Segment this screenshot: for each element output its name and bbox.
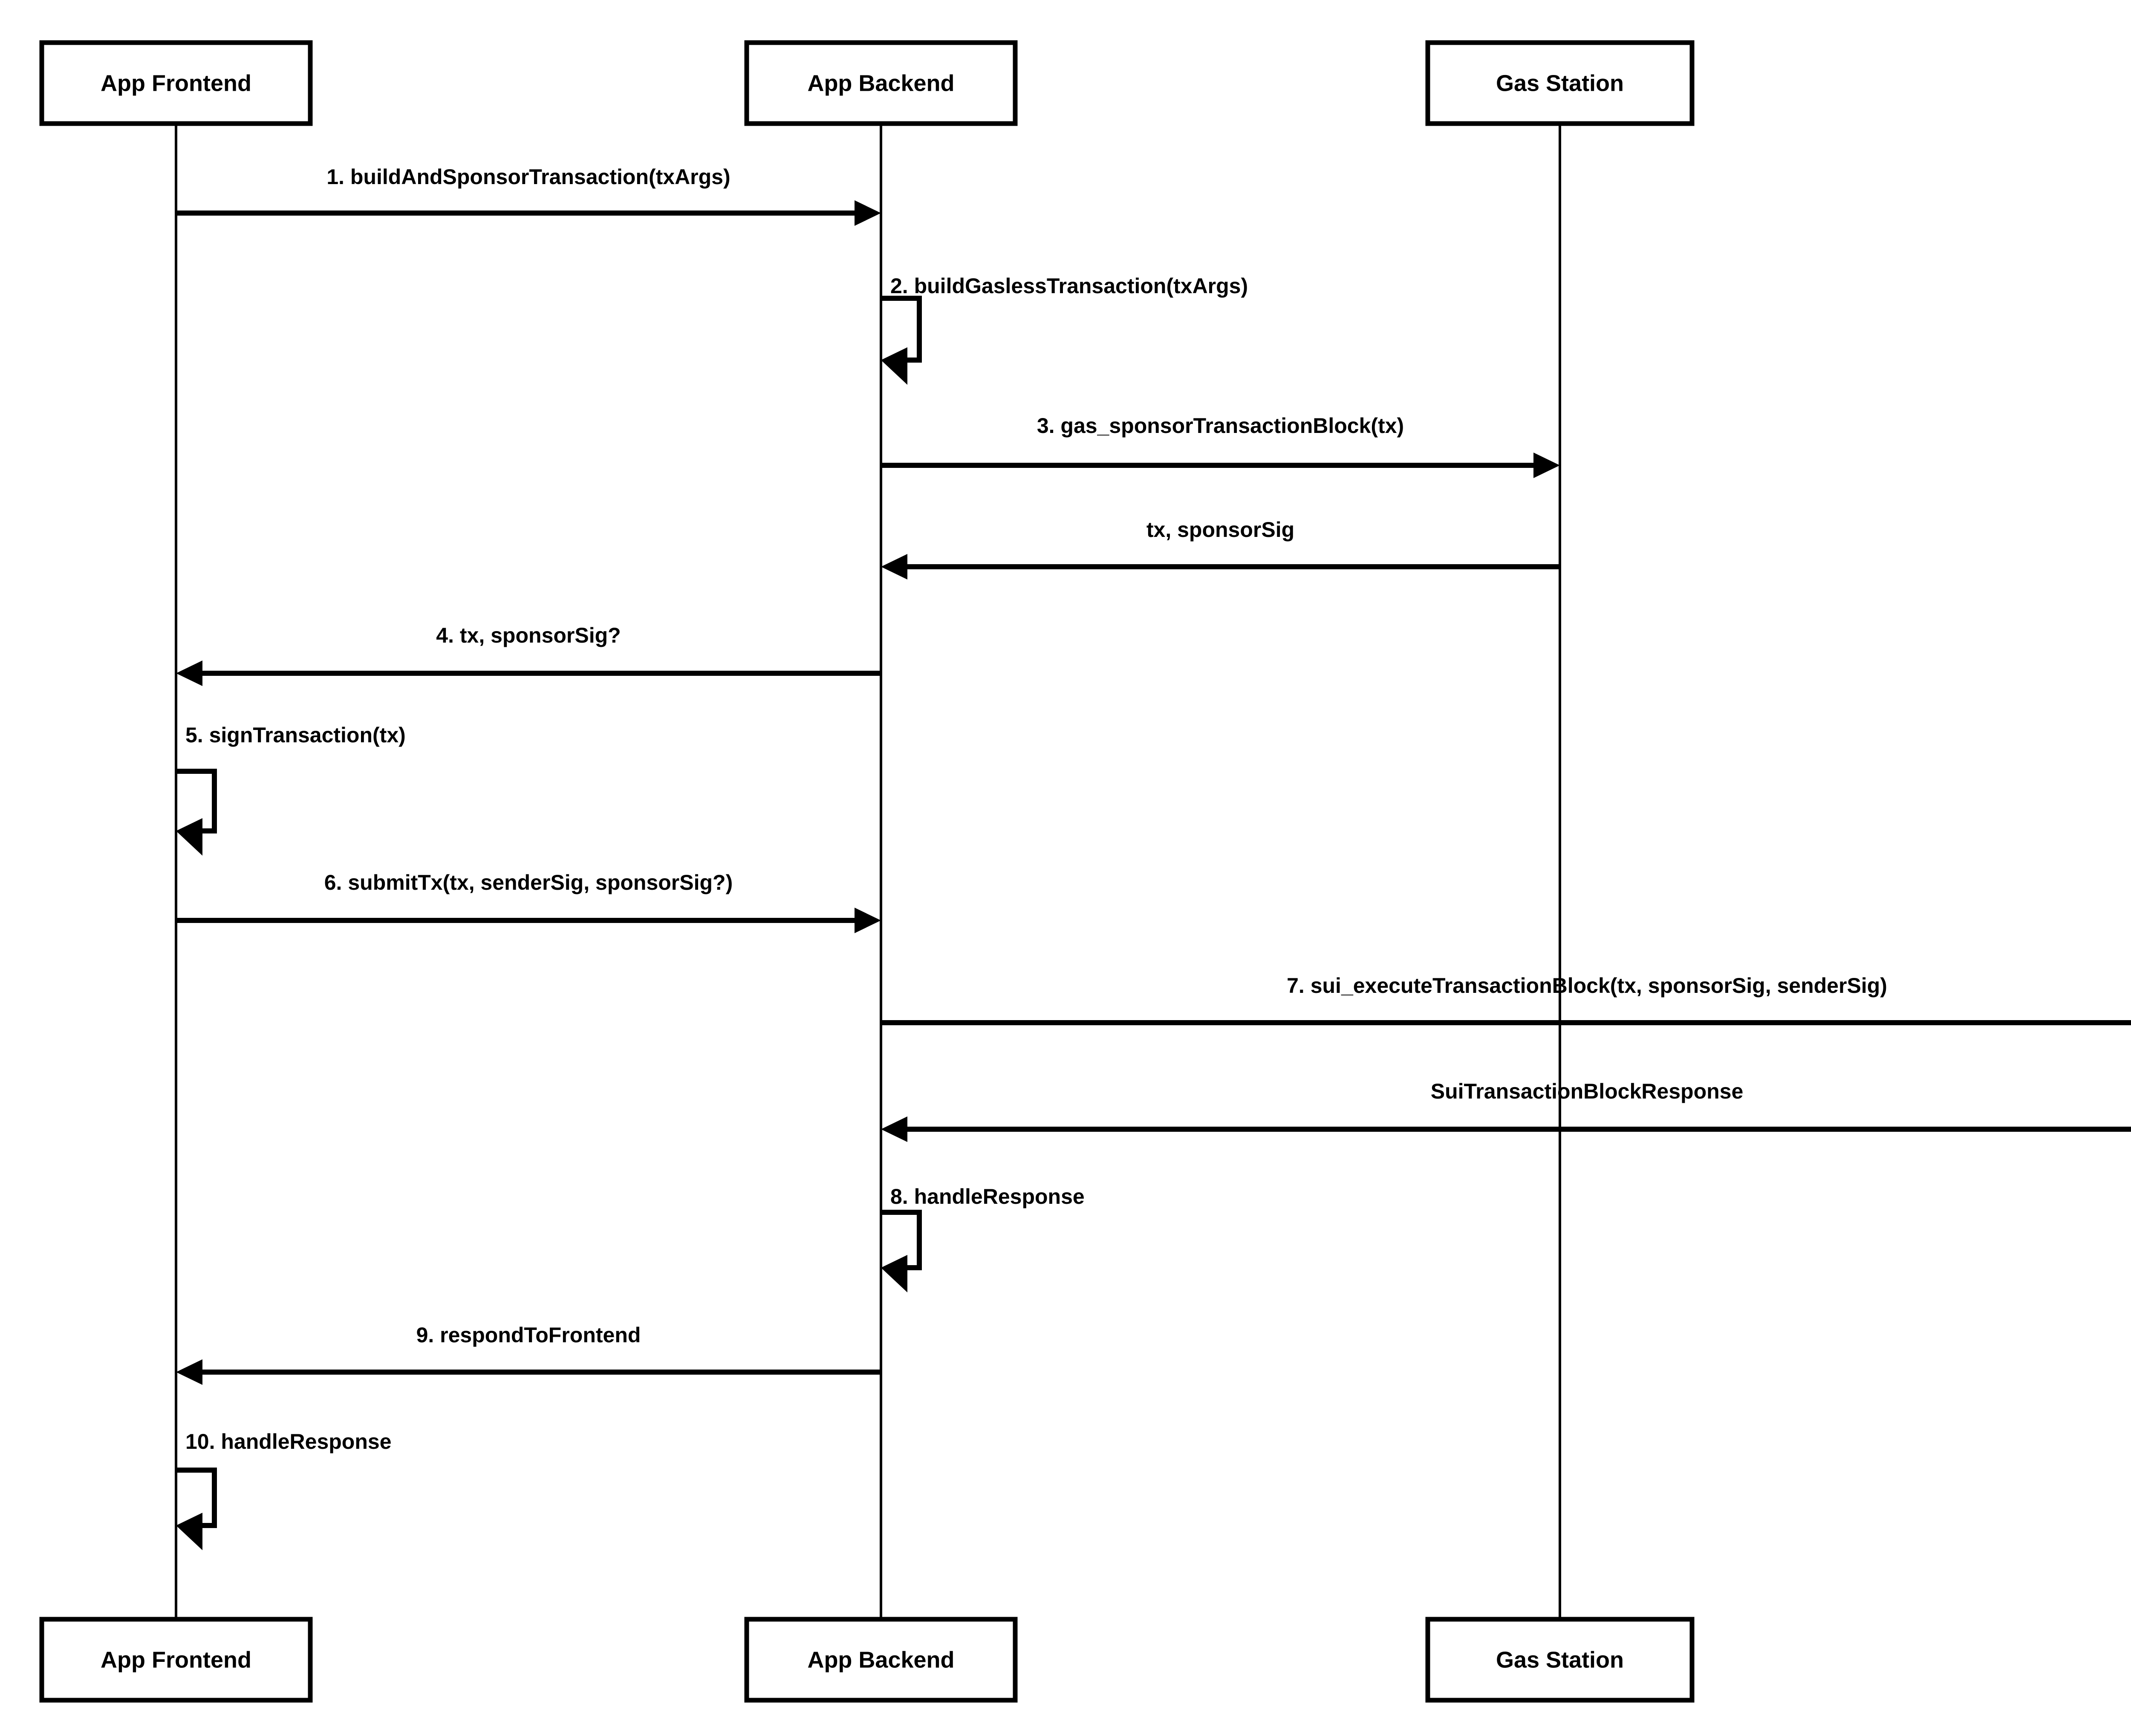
- arrow-head: [855, 908, 881, 933]
- actor-label: Gas Station: [1496, 70, 1624, 96]
- message-6[interactable]: 5. signTransaction(tx): [176, 723, 406, 856]
- actor-frontend-bottom[interactable]: App Frontend: [39, 1617, 313, 1703]
- actor-label: App Backend: [807, 1647, 954, 1673]
- actor-box[interactable]: [39, 40, 313, 126]
- actor-label: Gas Station: [1496, 1647, 1624, 1673]
- message-label: 8. handleResponse: [890, 1185, 1085, 1208]
- message-label: tx, sponsorSig: [1146, 518, 1294, 542]
- arrow-head: [881, 554, 907, 580]
- message-4[interactable]: tx, sponsorSig: [881, 518, 1560, 580]
- arrow-head: [176, 660, 202, 686]
- message-10[interactable]: 8. handleResponse: [881, 1185, 1085, 1292]
- message-label: 7. sui_executeTransactionBlock(tx, spons…: [1287, 974, 1887, 998]
- message-3[interactable]: 3. gas_sponsorTransactionBlock(tx): [881, 414, 1560, 478]
- actor-frontend-top[interactable]: App Frontend: [39, 40, 313, 126]
- self-loop-path: [176, 769, 217, 833]
- message-8[interactable]: 7. sui_executeTransactionBlock(tx, spons…: [881, 974, 2131, 1035]
- message-1[interactable]: 1. buildAndSponsorTransaction(txArgs): [176, 165, 881, 226]
- message-11[interactable]: 9. respondToFrontend: [176, 1323, 881, 1385]
- message-2[interactable]: 2. buildGaslessTransaction(txArgs): [881, 274, 1248, 385]
- message-label: 4. tx, sponsorSig?: [436, 623, 621, 647]
- arrow-head: [881, 347, 907, 385]
- actor-box[interactable]: [1425, 1617, 1695, 1703]
- actor-box[interactable]: [744, 40, 1018, 126]
- message-label: 10. handleResponse: [185, 1430, 392, 1453]
- arrow-head: [881, 1255, 907, 1292]
- actor-box[interactable]: [744, 1617, 1018, 1703]
- actor-gas-top[interactable]: Gas Station: [1425, 40, 1695, 126]
- message-label: 2. buildGaslessTransaction(txArgs): [890, 274, 1248, 298]
- message-label: 3. gas_sponsorTransactionBlock(tx): [1037, 414, 1404, 438]
- self-loop-path: [176, 1468, 217, 1528]
- message-5[interactable]: 4. tx, sponsorSig?: [176, 623, 881, 686]
- actor-label: App Frontend: [101, 1647, 251, 1673]
- arrow-head: [881, 1116, 907, 1142]
- actor-label: App Frontend: [101, 70, 251, 96]
- arrow-head: [176, 1359, 202, 1385]
- arrow-head: [176, 818, 202, 856]
- actor-box[interactable]: [1425, 40, 1695, 126]
- messages-group: 1. buildAndSponsorTransaction(txArgs) 2. …: [176, 165, 2131, 1550]
- message-9[interactable]: SuiTransactionBlockResponse: [881, 1079, 2131, 1142]
- arrow-head: [1533, 453, 1560, 478]
- actor-label: App Backend: [807, 70, 954, 96]
- message-label: 6. submitTx(tx, senderSig, sponsorSig?): [324, 871, 733, 894]
- actor-backend-bottom[interactable]: App Backend: [744, 1617, 1018, 1703]
- arrow-head: [176, 1513, 202, 1550]
- actor-gas-bottom[interactable]: Gas Station: [1425, 1617, 1695, 1703]
- actor-box[interactable]: [39, 1617, 313, 1703]
- self-loop-path: [881, 296, 922, 363]
- message-label: 5. signTransaction(tx): [185, 723, 406, 747]
- message-label: 9. respondToFrontend: [416, 1323, 641, 1347]
- message-12[interactable]: 10. handleResponse: [176, 1430, 392, 1550]
- arrow-head: [855, 200, 881, 226]
- self-loop-path: [881, 1210, 922, 1270]
- message-label: SuiTransactionBlockResponse: [1431, 1079, 1744, 1103]
- message-label: 1. buildAndSponsorTransaction(txArgs): [326, 165, 730, 189]
- actor-backend-top[interactable]: App Backend: [744, 40, 1018, 126]
- message-7[interactable]: 6. submitTx(tx, senderSig, sponsorSig?): [176, 871, 881, 933]
